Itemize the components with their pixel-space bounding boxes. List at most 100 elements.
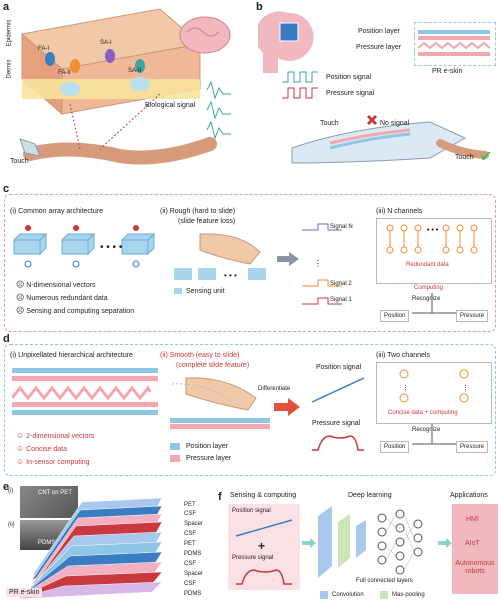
applications-title: Applications bbox=[450, 492, 488, 499]
c-ii-title-1: (ii) Rough (hard to slide) bbox=[160, 208, 236, 215]
position-box-d: Position bbox=[380, 441, 410, 453]
c-bullet-3: ☹ Sensing and computing separation bbox=[16, 306, 135, 316]
position-box-c: Position bbox=[380, 310, 410, 322]
d-ii-title-2: (complete slide feature) bbox=[176, 362, 250, 369]
skin-cross-section bbox=[19, 8, 217, 165]
d-iii-title: (iii) Two channels bbox=[376, 352, 430, 359]
receptor-fa1: FA-I bbox=[38, 46, 50, 52]
receptor-fa2: FA-II bbox=[58, 70, 71, 76]
layer-label-8: Spacer bbox=[184, 571, 204, 577]
biological-signal-trace bbox=[206, 80, 231, 140]
c-i-title: (i) Common array architecture bbox=[10, 208, 103, 215]
svg-text:⋮: ⋮ bbox=[314, 259, 322, 268]
sensing-unit-label: Sensing unit bbox=[186, 288, 225, 295]
touch-label-b-right: Touch bbox=[455, 154, 474, 161]
robot-arm-with-eskin bbox=[291, 114, 489, 164]
head-icon bbox=[258, 11, 314, 73]
pressure-signal-trace-b bbox=[282, 87, 318, 99]
pr-eskin-label-b: PR e-skin bbox=[432, 68, 463, 75]
layer-label-4: CSF bbox=[184, 531, 196, 537]
position-signal-trace-b bbox=[282, 71, 318, 83]
c-ii-title-2: (slide feature loss) bbox=[178, 218, 236, 225]
layer-label-6: PDMS bbox=[184, 551, 202, 557]
sem1-label: CNT on PET bbox=[38, 490, 72, 496]
svg-text:⋮: ⋮ bbox=[402, 385, 409, 392]
legend-swatches-f bbox=[320, 591, 388, 599]
pr-eskin-layers bbox=[418, 30, 490, 56]
receptor-sa1: SA-I bbox=[100, 40, 112, 46]
app-hmi: HMI bbox=[466, 516, 479, 523]
signal-1-label: Signal 1 bbox=[330, 297, 352, 303]
c-bullet-2: ☹ Numerous redundant data bbox=[16, 293, 108, 303]
redundant-data-label: Redundant data bbox=[406, 262, 449, 268]
position-layer-label-b: Position layer bbox=[358, 28, 401, 35]
convolution-label: Convolution bbox=[332, 592, 364, 598]
layer-label-9: CSF bbox=[184, 581, 196, 587]
d-bullet-3: ☺ In-sensor computing bbox=[16, 457, 90, 467]
svg-text:• • •: • • • bbox=[427, 227, 439, 234]
panel-b-label: b bbox=[256, 1, 263, 13]
deep-learning-title: Deep learning bbox=[348, 492, 392, 499]
array-sensors: • • • • bbox=[12, 225, 156, 268]
panel-d-label: d bbox=[3, 333, 10, 345]
pressure-signal-trace-d bbox=[312, 435, 364, 451]
signal-n-label: Signal N bbox=[330, 224, 353, 230]
panel-d-frame bbox=[4, 344, 496, 476]
c-iii-title: (iii) N channels bbox=[376, 208, 423, 215]
brain-icon bbox=[179, 16, 231, 54]
panel-e-label: e bbox=[3, 481, 10, 493]
svg-text:⋮: ⋮ bbox=[462, 385, 469, 392]
touch-label-b-left: Touch bbox=[320, 120, 339, 127]
arrow-c bbox=[277, 252, 299, 266]
d-bullet-1: ☺ 2-dimensional vectors bbox=[16, 431, 95, 441]
position-signal-trace-d bbox=[311, 377, 365, 403]
computing-label-c: Computing bbox=[414, 285, 444, 291]
d-bullet-2: ☺ Concise data bbox=[16, 444, 67, 454]
legend-position-layer: Position layer bbox=[186, 443, 229, 450]
panel-f-label: f bbox=[218, 491, 222, 503]
d-iii-box bbox=[376, 362, 492, 424]
smooth-finger-layer bbox=[170, 377, 270, 429]
cnn-diagram bbox=[318, 506, 423, 578]
position-signal-label-d: Position signal bbox=[316, 364, 362, 371]
two-channel-icons: ⋮ ⋮ bbox=[399, 369, 469, 403]
recognize-label-d: Recognize bbox=[412, 427, 441, 433]
svg-text:• • •: • • • bbox=[224, 271, 237, 280]
arrow-d bbox=[274, 398, 300, 416]
apps-card bbox=[452, 504, 498, 594]
recognize-arrows-d bbox=[412, 424, 456, 445]
pressure-layer-label-b: Pressure layer bbox=[356, 44, 402, 51]
touch-label-a: Touch bbox=[10, 158, 29, 165]
layer-label-1: PET bbox=[184, 502, 196, 508]
check-icon: ✔ bbox=[480, 148, 492, 164]
layer-label-7: CSF bbox=[184, 561, 196, 567]
signal-card bbox=[228, 504, 300, 590]
pr-eskin-label-e: PR e-skin bbox=[6, 588, 43, 597]
pressure-signal-label-d: Pressure signal bbox=[312, 420, 361, 427]
signal-2-label: Signal 2 bbox=[330, 281, 352, 287]
no-signal-label: No signal bbox=[380, 120, 410, 127]
arrow-f1 bbox=[302, 538, 316, 548]
c-bullet-1: ☹ N-dimensional vectors bbox=[16, 280, 96, 290]
rough-finger-array: • • • bbox=[174, 233, 266, 294]
receptor-sa2: SA-II bbox=[128, 68, 142, 74]
max-pooling-label: Max-pooling bbox=[392, 592, 425, 598]
signal-traces-c: ⋮ bbox=[302, 223, 342, 305]
legend-pressure-layer: Pressure layer bbox=[186, 455, 232, 462]
sensing-computing-title: Sensing & computing bbox=[230, 492, 297, 499]
dermis-label: Dermis bbox=[6, 59, 13, 79]
layer-label-2: CSF bbox=[184, 511, 196, 517]
plus-sign: + bbox=[258, 539, 266, 553]
redundant-channel-grid: • • • bbox=[386, 224, 478, 254]
pressure-box-d: Pressure bbox=[456, 441, 489, 453]
app-aiot: AIoT bbox=[465, 540, 480, 547]
eskin-exploded-layers bbox=[15, 497, 163, 600]
sem2-index: (ii) bbox=[8, 522, 15, 528]
pressure-box-c: Pressure bbox=[456, 310, 489, 322]
concise-data-label: Concise data + computing bbox=[388, 410, 458, 416]
panel-c-label: c bbox=[3, 183, 10, 195]
c-iii-box bbox=[376, 218, 492, 284]
panel-c-frame bbox=[4, 194, 496, 332]
position-signal-label-f: Position signal bbox=[232, 508, 271, 514]
pressure-signal-label-b: Pressure signal bbox=[326, 90, 375, 97]
